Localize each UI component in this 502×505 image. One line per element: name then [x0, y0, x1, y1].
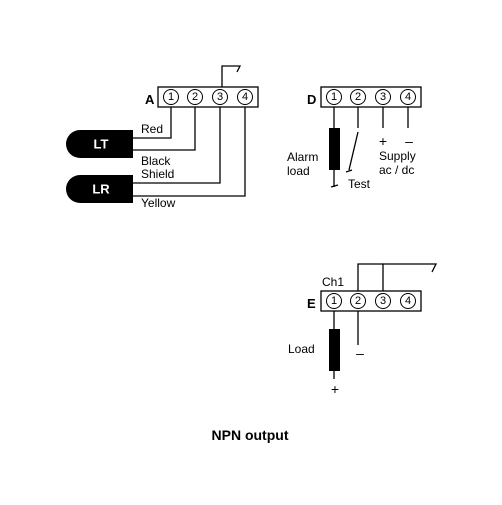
- terminal-block-e: Ch1 E 1 2 3 4 Load – +: [288, 263, 438, 397]
- load-plus: +: [331, 381, 339, 397]
- block-e-terminal-2: 2: [350, 293, 366, 309]
- svg-text:3: 3: [380, 295, 386, 307]
- block-a-terminal-3: 3: [212, 89, 228, 105]
- block-d-terminal-3: 3: [375, 89, 391, 105]
- sensor-lt: [66, 130, 133, 158]
- svg-text:4: 4: [405, 295, 411, 307]
- block-a-terminal-4: 4: [237, 89, 253, 105]
- block-d-terminal-4: 4: [400, 89, 416, 105]
- block-e-label: E: [307, 296, 316, 311]
- block-a-terminal-2: 2: [187, 89, 203, 105]
- wire-yellow-label: Yellow: [141, 196, 176, 210]
- terminal-block-a: A 1 2 3 4 LT LR Red Black: [66, 65, 259, 210]
- sensor-lr-label: LR: [92, 182, 110, 197]
- block-e-terminal-1: 1: [326, 293, 342, 309]
- block-a-terminal-1: 1: [163, 89, 179, 105]
- test-label: Test: [348, 177, 371, 191]
- wire-black: [133, 107, 196, 151]
- supply-minus: –: [405, 133, 413, 149]
- wire-shield-label: Shield: [141, 167, 174, 181]
- block-e-jumper-open: [383, 263, 438, 273]
- diagram-caption: NPN output: [212, 427, 289, 443]
- svg-text:4: 4: [405, 91, 411, 103]
- block-d-terminal-2: 2: [350, 89, 366, 105]
- block-e-terminal-3: 3: [375, 293, 391, 309]
- block-e-terminal-4: 4: [400, 293, 416, 309]
- load-resistor: [329, 329, 340, 371]
- supply-label-line1: Supply: [379, 149, 416, 163]
- svg-text:2: 2: [355, 295, 361, 307]
- svg-text:1: 1: [168, 91, 174, 103]
- block-d-terminal-1: 1: [326, 89, 342, 105]
- block-d-strip: [320, 86, 422, 108]
- wire-black-label: Black: [141, 154, 171, 168]
- svg-text:3: 3: [217, 91, 223, 103]
- test-switch: [348, 131, 359, 171]
- svg-text:1: 1: [331, 91, 337, 103]
- block-a-strip: [157, 86, 259, 108]
- channel-label: Ch1: [322, 275, 344, 289]
- wire-red: [133, 107, 172, 139]
- block-a-jumper: [221, 65, 242, 87]
- alarm-label-line1: Alarm: [287, 150, 318, 164]
- svg-text:2: 2: [192, 91, 198, 103]
- block-e-strip: [320, 290, 422, 312]
- svg-text:3: 3: [380, 91, 386, 103]
- wire-red-label: Red: [141, 122, 163, 136]
- block-d-label: D: [307, 92, 316, 107]
- alarm-load-resistor: [329, 128, 340, 170]
- block-a-label: A: [145, 92, 155, 107]
- svg-text:4: 4: [242, 91, 248, 103]
- alarm-label-line2: load: [287, 164, 310, 178]
- sensor-lr: [66, 175, 133, 203]
- block-e-jumper: [357, 263, 384, 291]
- load-label: Load: [288, 342, 315, 356]
- wire-shield: [133, 107, 221, 184]
- supply-label-line2: ac / dc: [379, 163, 414, 177]
- svg-text:1: 1: [331, 295, 337, 307]
- terminal-block-d: D 1 2 3 4 + – Alarm load: [287, 86, 422, 191]
- svg-text:2: 2: [355, 91, 361, 103]
- wire-yellow: [133, 107, 246, 197]
- sensor-lt-label: LT: [94, 137, 109, 152]
- supply-plus: +: [379, 133, 387, 149]
- load-minus: –: [356, 345, 364, 361]
